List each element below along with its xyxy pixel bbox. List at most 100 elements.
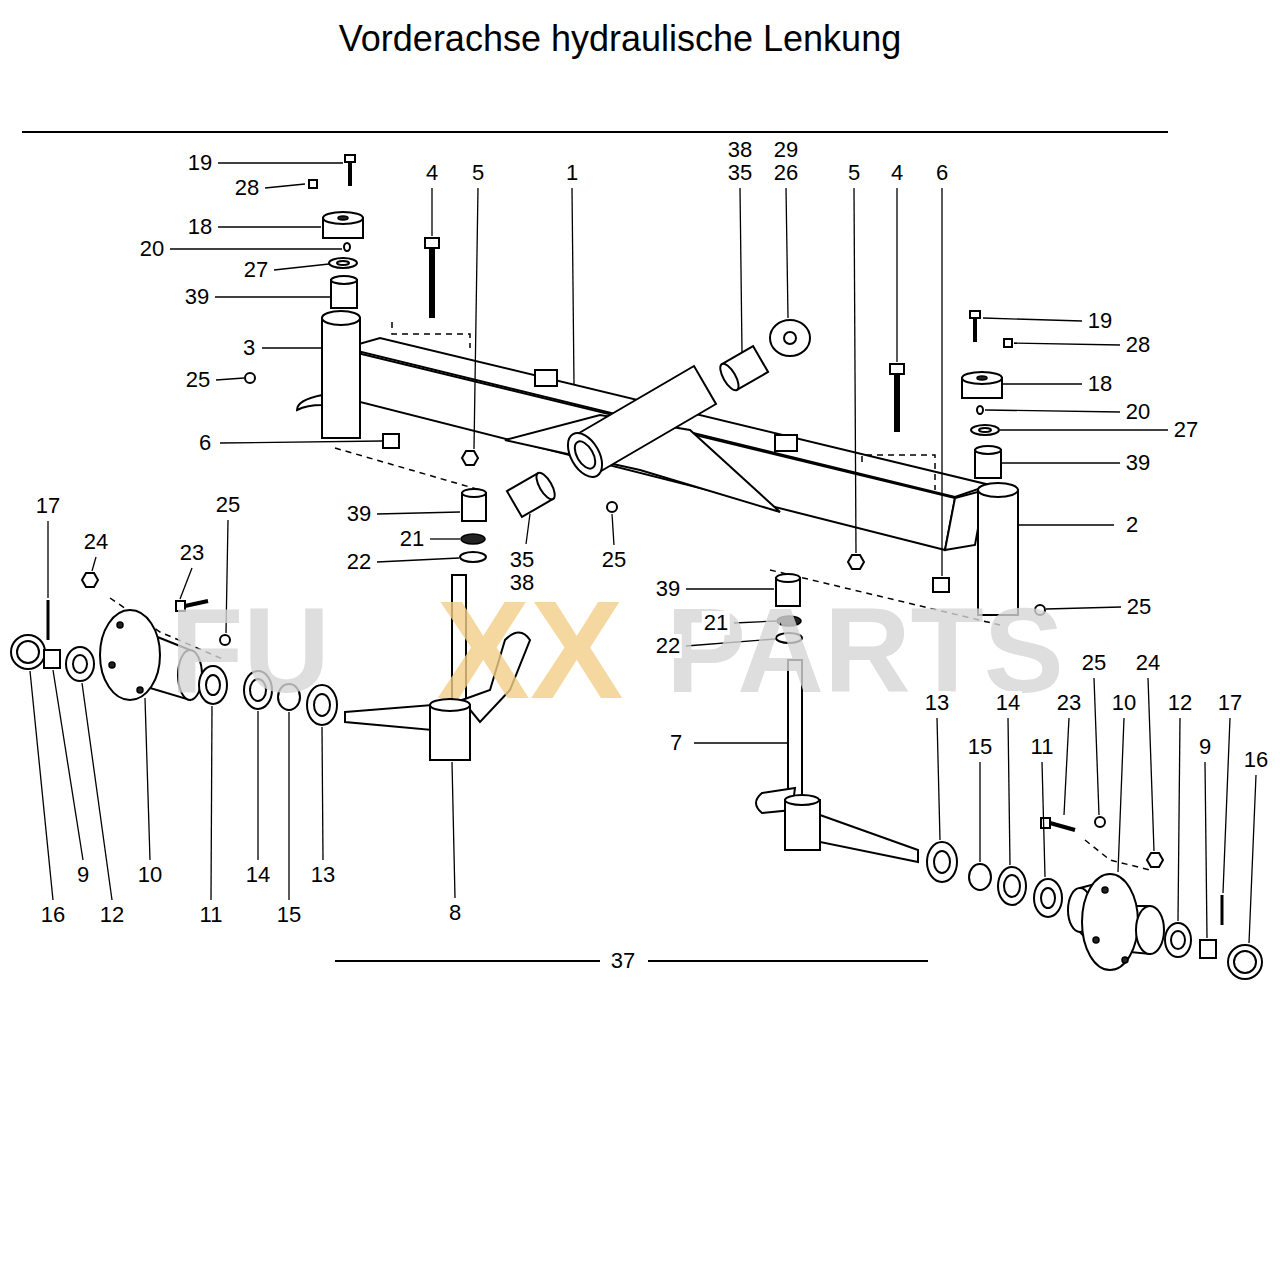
callout-number: 27	[1172, 418, 1200, 442]
callout-number: 29	[772, 138, 800, 162]
pivot-stack	[979, 428, 991, 432]
wheel-hub	[137, 687, 143, 693]
grease-nipple	[607, 502, 617, 512]
axle-bushing	[717, 346, 768, 393]
steering-knuckle	[785, 800, 820, 850]
wheel-hub	[934, 851, 950, 873]
dashed-guide	[862, 455, 935, 490]
callout-number: 24	[1134, 651, 1162, 675]
leader-line	[216, 378, 244, 380]
leader-line	[1008, 718, 1010, 865]
leader-line	[145, 698, 150, 860]
callout-number: 20	[1124, 400, 1152, 424]
axle-beam	[345, 350, 955, 550]
pivot-stack	[344, 243, 350, 251]
callout-number: 25	[1080, 651, 1108, 675]
wheel-hub	[1200, 940, 1216, 958]
wheel-hub	[1147, 853, 1163, 867]
leader-line	[431, 188, 432, 236]
leader-line	[218, 226, 321, 227]
callout-number: 37	[609, 949, 637, 973]
pivot-stack	[971, 425, 999, 435]
leader-line	[979, 762, 980, 862]
pivot-stack	[345, 155, 355, 162]
pivot-stack	[348, 160, 352, 186]
callout-number: 16	[1242, 748, 1270, 772]
leader-line	[218, 162, 343, 163]
callout-number: 16	[39, 903, 67, 927]
pivot-cylinder	[297, 311, 1018, 615]
wheel-hub	[1102, 887, 1108, 893]
callout-number: 28	[1124, 333, 1152, 357]
callout-number: 15	[966, 735, 994, 759]
callout-number: 14	[244, 863, 272, 887]
pivot-stack	[331, 276, 357, 284]
callout-number: 4	[424, 161, 440, 185]
callout-number: 35	[726, 161, 754, 185]
pivot-cylinder	[322, 318, 360, 438]
steering-knuckle	[785, 795, 819, 805]
leader-line	[1148, 678, 1154, 851]
dashed-guide	[110, 322, 1150, 870]
pivot-cylinder	[978, 483, 1018, 497]
wheel-hub	[1165, 923, 1191, 957]
pivot-stack	[970, 311, 980, 318]
leader-line	[215, 296, 330, 297]
leader-line	[1118, 718, 1124, 872]
callout-number: 5	[470, 161, 486, 185]
wheel-hub	[1041, 888, 1055, 908]
bolts-and-nuts	[429, 245, 435, 318]
pivot-stack	[309, 180, 317, 188]
diagram-title: Vorderachse hydraulische Lenkung	[339, 21, 901, 57]
leader-line	[1178, 718, 1180, 921]
callout-number: 25	[600, 548, 628, 572]
callout-number: 24	[82, 530, 110, 554]
leader-line	[572, 188, 574, 385]
leader-line	[740, 188, 742, 352]
callout-number: 10	[1110, 691, 1138, 715]
wheel-hub	[1004, 875, 1020, 897]
wheel-hub	[47, 600, 50, 640]
pivot-cylinder	[297, 395, 322, 410]
callout-number: 25	[214, 493, 242, 517]
axle-bushing	[717, 361, 742, 393]
wheel-hub	[17, 641, 39, 663]
wheel-hub	[100, 610, 160, 700]
leader-line	[985, 410, 1120, 412]
callout-number: 28	[233, 176, 261, 200]
callout-number: 9	[1197, 735, 1213, 759]
leader-line	[170, 248, 342, 249]
callout-number: 22	[654, 634, 682, 658]
callout-number: 18	[186, 215, 214, 239]
leader-line	[694, 742, 787, 743]
leader-line	[896, 188, 897, 362]
bolts-and-nuts	[383, 238, 949, 592]
pivot-stack	[329, 258, 357, 268]
callout-number: 25	[1125, 595, 1153, 619]
wheel-hub	[1093, 937, 1099, 943]
leader-line	[1223, 718, 1230, 893]
callout-number: 25	[184, 368, 212, 392]
callout-number: 26	[772, 161, 800, 185]
dashed-guide	[1085, 840, 1150, 870]
callout-number: 21	[398, 527, 426, 551]
callout-number: 22	[345, 550, 373, 574]
callout-number: 17	[34, 494, 62, 518]
callout-number: 9	[75, 863, 91, 887]
leader-line	[941, 188, 942, 576]
watermark: XX	[437, 580, 624, 720]
callout-number: 5	[846, 161, 862, 185]
callout-number: 3	[241, 336, 257, 360]
grease-nipple	[1095, 817, 1105, 827]
callout-number: 19	[186, 151, 214, 175]
pivot-stack	[977, 376, 987, 380]
leader-line	[274, 264, 329, 270]
callout-number: 10	[136, 863, 164, 887]
leader-line	[92, 557, 96, 571]
callout-number: 38	[508, 571, 536, 595]
pivot-stack	[462, 489, 486, 497]
leader-line	[1000, 429, 1168, 430]
callout-number: 20	[138, 237, 166, 261]
wheel-hub	[1234, 951, 1256, 973]
wheel-hub	[1034, 879, 1062, 917]
